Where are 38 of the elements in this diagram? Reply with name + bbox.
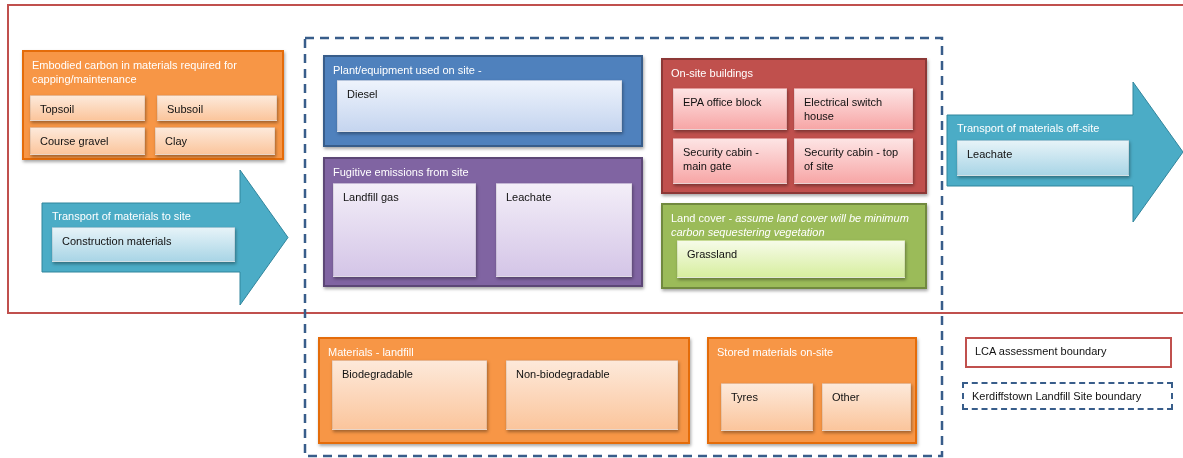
legend-entry: LCA assessment boundary <box>965 337 1172 368</box>
item-card: Security cabin - top of site <box>794 138 913 184</box>
group-panel <box>323 55 643 147</box>
panel-title: Transport of materials off-site <box>957 121 1100 135</box>
pointed-panel <box>947 82 1183 222</box>
item-card: Topsoil <box>30 95 145 121</box>
panel-title: Materials - landfill <box>328 345 415 359</box>
legend-entry: Kerdiffstown Landfill Site boundary <box>962 382 1173 410</box>
item-card: Construction materials <box>52 227 235 262</box>
group-panel <box>661 203 927 289</box>
panel-title: Transport of materials to site <box>52 209 191 223</box>
group-panel <box>323 157 643 287</box>
panel-title: Plant/equipment used on site - <box>333 63 483 77</box>
panel-title: Land cover - assume land cover will be minimum carbon sequestering vegetation <box>671 211 910 239</box>
panel-title: Stored materials on-site <box>717 345 835 359</box>
item-card: Biodegradable <box>332 360 487 430</box>
item-card: Course gravel <box>30 127 145 155</box>
item-card: Tyres <box>721 383 813 431</box>
item-card: Non-biodegradable <box>506 360 678 430</box>
group-panel <box>22 50 284 160</box>
item-card: Leachate <box>957 140 1129 176</box>
item-card: EPA office block <box>673 88 787 130</box>
group-panel <box>661 58 927 194</box>
item-card: Diesel <box>337 80 622 132</box>
item-card: Subsoil <box>157 95 277 121</box>
panel-title: Fugitive emissions from site <box>333 165 470 179</box>
pointed-panel <box>42 170 288 305</box>
item-card: Clay <box>155 127 275 155</box>
item-card: Security cabin - main gate <box>673 138 787 184</box>
panel-title: On-site buildings <box>671 66 754 80</box>
group-panel <box>707 337 917 444</box>
item-card: Other <box>822 383 911 431</box>
item-card: Leachate <box>496 183 632 277</box>
group-panel <box>318 337 690 444</box>
item-card: Landfill gas <box>333 183 476 277</box>
item-card: Electrical switch house <box>794 88 913 130</box>
panel-title: Embodied carbon in materials required for capping/maintenance <box>32 58 238 86</box>
item-card: Grassland <box>677 240 905 278</box>
